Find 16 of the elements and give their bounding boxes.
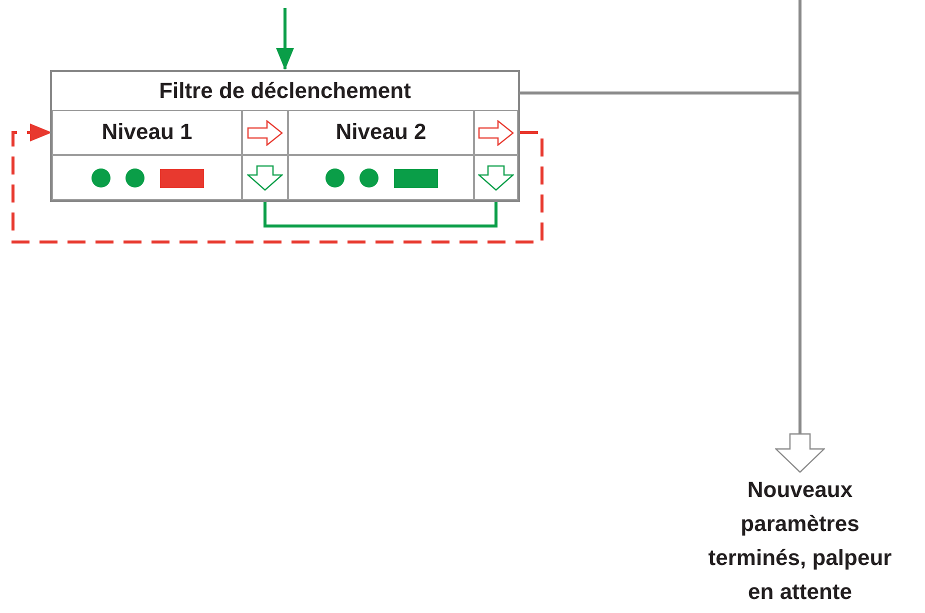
filter-table bbox=[50, 70, 520, 202]
connector-line bbox=[264, 200, 498, 228]
level-label: Niveau 1 bbox=[102, 119, 192, 146]
indicator-cell bbox=[288, 155, 474, 200]
level-cell bbox=[52, 110, 242, 155]
level-label: Niveau 2 bbox=[336, 119, 426, 146]
arrow-cell bbox=[242, 110, 288, 155]
indicator-cell bbox=[52, 155, 242, 200]
status-text: Nouveaux paramètres terminés, palpeur en attente bbox=[697, 472, 903, 610]
arrow bbox=[276, 8, 294, 70]
arrow bbox=[12, 124, 544, 244]
arrow-cell bbox=[474, 110, 518, 155]
level-cell bbox=[288, 110, 474, 155]
arrow-cell bbox=[242, 155, 288, 200]
table-heading: Filtre de déclenchement bbox=[158, 78, 412, 104]
arrow-cell bbox=[474, 155, 518, 200]
